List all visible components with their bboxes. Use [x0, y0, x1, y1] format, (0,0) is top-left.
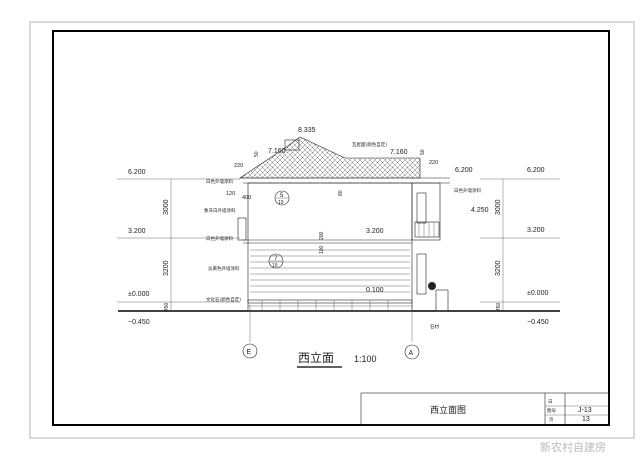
sill-level: 0.100	[366, 287, 384, 294]
ridge-level: 8.335	[298, 127, 316, 134]
svg-text:3.200: 3.200	[527, 227, 545, 234]
svg-text:4.250: 4.250	[471, 207, 489, 214]
svg-text:象牙白外墙涂料: 象牙白外墙涂料	[204, 207, 236, 214]
svg-text:文化石(颜色自定): 文化石(颜色自定)	[206, 296, 241, 303]
inner-frame	[52, 30, 610, 426]
watermark: 新农村自建房	[540, 440, 606, 454]
floor2-level: 3.200	[366, 228, 384, 235]
balcony	[411, 182, 441, 241]
right-levels: 6.200 3.200 ±0.000 −0.450 3000 3200 450 …	[455, 167, 560, 326]
building	[237, 136, 450, 312]
detail-callout-7: 7 19	[268, 253, 284, 269]
svg-text:6.200: 6.200	[128, 169, 146, 176]
left-levels: 6.200 3.200 ±0.000 −0.450 3000 3200 450	[117, 169, 240, 326]
chimney	[284, 139, 300, 151]
svg-text:−0.450: −0.450	[527, 319, 549, 326]
title-block: 西立面图 日 图号 页 J-13 13	[360, 392, 610, 426]
svg-text:白色外墙涂料: 白色外墙涂料	[206, 235, 233, 242]
stone-plinth	[247, 299, 413, 312]
svg-text:E: E	[247, 349, 252, 356]
dim-220-left: 220	[234, 163, 243, 169]
dim-80: 80	[338, 190, 344, 196]
svg-text:白色外墙涂料: 白色外墙涂料	[206, 178, 233, 185]
svg-text:450: 450	[164, 302, 170, 311]
svg-text:A: A	[409, 350, 414, 357]
dim-220-right: 220	[429, 160, 438, 166]
roof	[239, 136, 421, 179]
dim-100: 100	[319, 245, 325, 254]
dim-50-left: 50	[254, 151, 260, 157]
label-page: 页	[549, 417, 554, 423]
view-title: 西立面	[298, 350, 334, 365]
svg-text:3200: 3200	[163, 260, 170, 276]
svg-text:19: 19	[272, 263, 278, 269]
svg-text:3000: 3000	[163, 199, 170, 215]
svg-text:3.200: 3.200	[128, 228, 146, 235]
svg-text:−0.450: −0.450	[128, 319, 150, 326]
svg-text:石材: 石材	[430, 323, 439, 330]
svg-text:3200: 3200	[495, 260, 502, 276]
view-scale: 1:100	[354, 354, 377, 364]
dim-50-right: 50	[420, 149, 426, 155]
label-drawing-no: 图号	[547, 408, 556, 414]
dim-120: 120	[226, 191, 235, 197]
planter	[435, 289, 449, 312]
dim-200: 200	[319, 231, 325, 240]
roof-level-right: 7.160	[390, 149, 408, 156]
material-notes: 白色外墙涂料 象牙白外墙涂料 白色外墙涂料 淡黄色外墙涂料 文化石(颜色自定) …	[204, 141, 481, 330]
svg-text:淡黄色外墙涂料: 淡黄色外墙涂料	[208, 265, 240, 272]
label-date: 日	[548, 399, 553, 405]
roof-level-left: 7.160	[268, 148, 286, 155]
dim-400: 400	[242, 195, 251, 201]
axis-a: A	[404, 344, 420, 360]
page-number: 13	[582, 416, 590, 423]
drawing-name: 西立面图	[430, 404, 466, 416]
svg-text:±0.000: ±0.000	[128, 291, 149, 298]
svg-text:7: 7	[274, 256, 278, 262]
detail-callout-5: 5 19	[274, 190, 290, 206]
axis-e: E	[242, 343, 258, 359]
svg-text:6.200: 6.200	[455, 167, 473, 174]
drawing-number: J-13	[578, 407, 592, 414]
svg-text:瓦屋面(颜色自定): 瓦屋面(颜色自定)	[352, 141, 387, 148]
outer-frame	[29, 21, 635, 439]
svg-text:450: 450	[496, 302, 502, 311]
svg-text:白色外墙涂料: 白色外墙涂料	[454, 187, 481, 194]
svg-text:3000: 3000	[495, 199, 502, 215]
svg-text:19: 19	[278, 200, 284, 206]
svg-text:±0.000: ±0.000	[527, 290, 548, 297]
svg-text:5: 5	[280, 193, 284, 199]
plant	[428, 282, 436, 290]
svg-text:6.200: 6.200	[527, 167, 545, 174]
